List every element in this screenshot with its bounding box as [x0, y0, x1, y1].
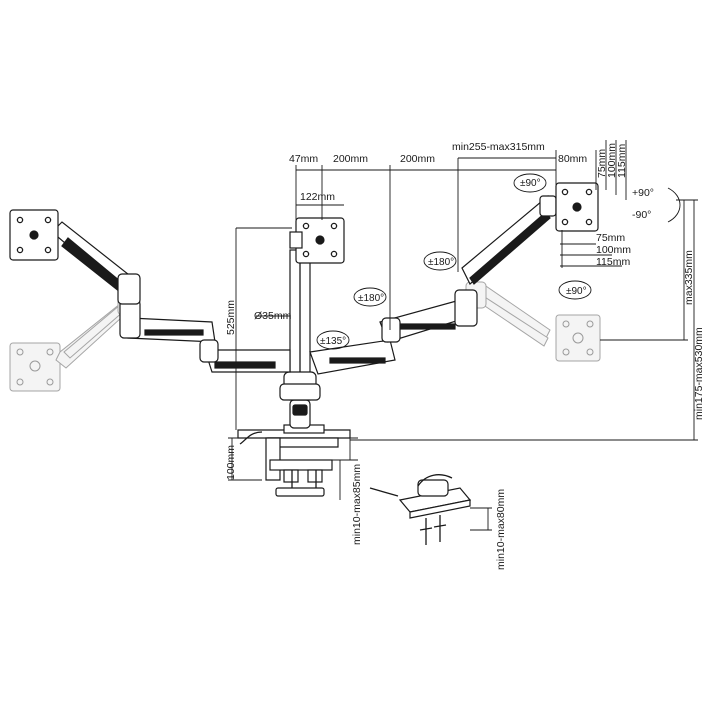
label-tilt-down: -90° [632, 209, 651, 221]
right-arm [461, 195, 557, 285]
label-monitor-height-range: min175-max530mm [693, 327, 705, 420]
dimension-lines [228, 140, 698, 531]
label-grommet-range: min10-max80mm [495, 489, 507, 570]
right-vesa-plate [555, 182, 599, 232]
center-pole [279, 249, 321, 401]
rotate-center-ring [316, 330, 350, 350]
label-vesa-span: 80mm [558, 153, 587, 165]
tilt-arc [667, 187, 681, 223]
label-rotate-center: ±135° [320, 336, 346, 347]
grommet-mount [369, 474, 472, 545]
label-pole-diameter: Ø35mm [254, 310, 292, 322]
label-vesa-v-75: 75mm [596, 149, 608, 178]
label-clamp-range: min10-max85mm [351, 464, 363, 545]
label-arm-seg-2: 200mm [400, 153, 435, 165]
rotation-indicators [316, 173, 681, 350]
center-vesa-plate [289, 217, 345, 264]
label-vesa-h-75: 75mm [596, 232, 625, 244]
label-vesa-v-115: 115mm [616, 144, 628, 178]
rotate-right-arm-ring [423, 251, 457, 271]
swivel-top-ring [513, 173, 547, 193]
label-vesa-v-100: 100mm [606, 143, 618, 178]
label-arm-seg-1: 200mm [333, 153, 368, 165]
label-rotate-arm-left: ±180° [358, 293, 384, 304]
label-clamp-offset: 47mm [289, 153, 318, 165]
rotate-left-arm-ring [353, 287, 387, 307]
label-vertical-travel: max335mm [683, 250, 695, 305]
label-rotate-arm-right: ±180° [428, 257, 454, 268]
rotate-side-ring [558, 280, 592, 300]
left-vesa-plate [9, 209, 59, 261]
left-arm [51, 221, 141, 305]
label-tilt-up: +90° [632, 187, 654, 199]
label-base-height: 100mm [225, 445, 237, 480]
label-vesa-h-100: 100mm [596, 244, 631, 256]
desk-clamp [237, 399, 351, 497]
lower-arms [119, 289, 478, 375]
label-pole-height: 525mm [225, 300, 237, 335]
label-swivel-top: ±90° [520, 178, 541, 189]
label-arm-extension: min255-max315mm [452, 141, 545, 153]
label-vesa-h-115: 115mm [596, 256, 630, 268]
dimension-labels: 47mm 200mm 200mm min255-max315mm 80mm 12… [225, 141, 705, 570]
label-rotate-side: ±90° [566, 286, 587, 297]
label-center-vesa: 122mm [300, 191, 335, 203]
